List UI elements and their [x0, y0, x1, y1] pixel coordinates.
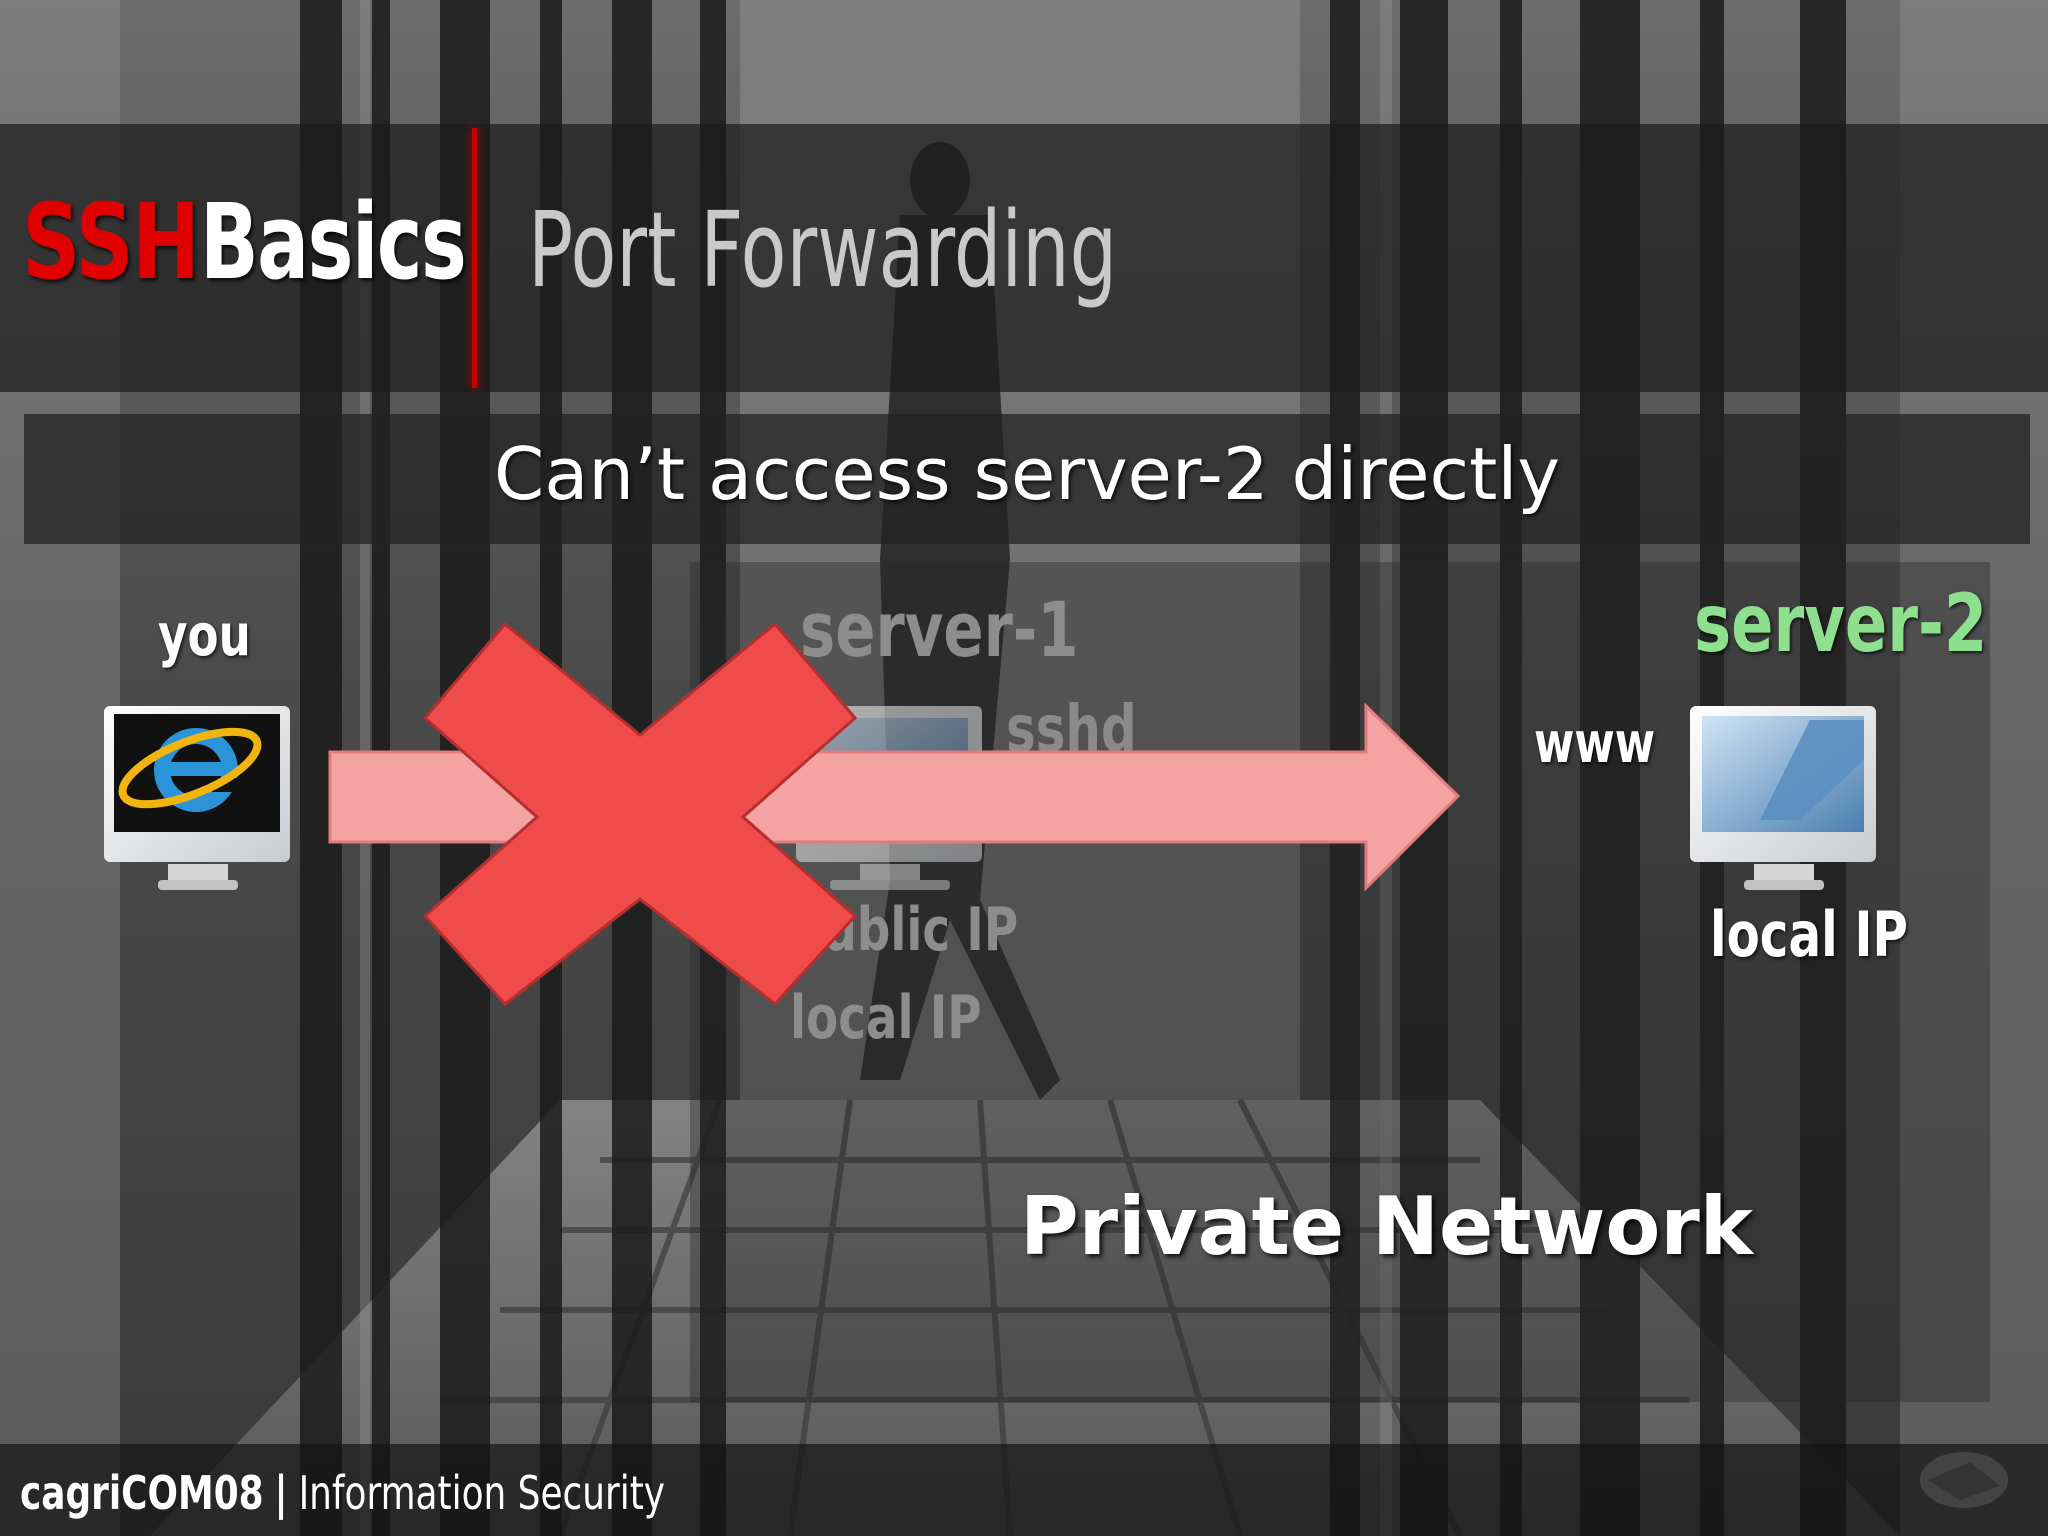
www-label: www: [1534, 711, 1656, 776]
blocked-cross-icon: [422, 621, 858, 1007]
server-2-monitor-icon: [1690, 706, 1876, 890]
private-network-region: [690, 562, 1990, 1402]
footer-separator: |: [274, 1466, 288, 1520]
title-band: [0, 124, 2048, 392]
footer: cagriCOM08|Information Security: [20, 1466, 665, 1520]
you-label: you: [158, 601, 251, 669]
server-1-label: server-1: [800, 585, 1079, 674]
footer-topic: Information Security: [298, 1466, 666, 1520]
server-2-local-ip-label: local IP: [1710, 898, 1908, 971]
caption: Can’t access server-2 directly: [494, 432, 1560, 516]
caption-band: [24, 414, 2030, 544]
footer-band: [0, 1444, 2048, 1536]
footer-author: cagriCOM08: [20, 1466, 264, 1520]
title-divider: [472, 128, 477, 388]
subtitle: Port Forwarding: [528, 189, 1118, 311]
title-ssh: SSH: [22, 181, 200, 303]
title-basics: Basics: [200, 181, 467, 303]
server-2-label: server-2: [1694, 577, 1988, 670]
private-network-label: Private Network: [1020, 1180, 1753, 1273]
internet-explorer-icon: [118, 727, 262, 812]
connection-arrow: [328, 702, 1461, 892]
server-1-local-ip-label: local IP: [790, 983, 982, 1053]
